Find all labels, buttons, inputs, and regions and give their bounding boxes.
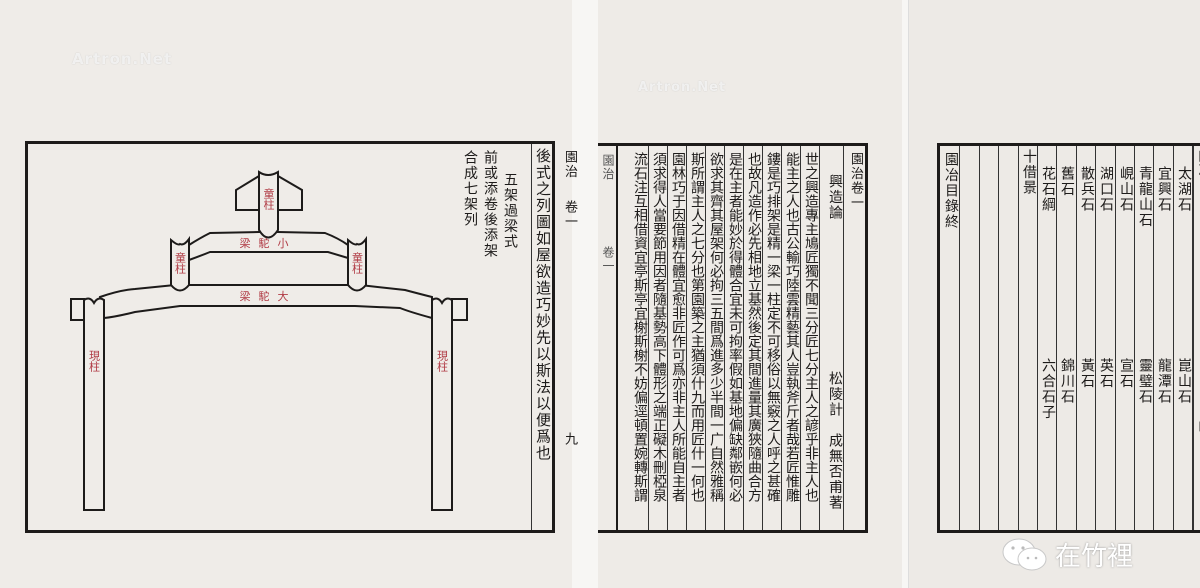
- chapter-title: 興造論: [827, 174, 843, 221]
- text-column: 園林巧于因借精在體宜愈非匠作可爲亦非主人所能自主者: [670, 152, 686, 502]
- caption-2: 前或添卷後添架: [482, 150, 498, 259]
- toc-entry: 英石: [1098, 358, 1114, 389]
- divider: [667, 146, 668, 530]
- top-post: [258, 170, 279, 239]
- divider: [1056, 146, 1057, 530]
- text-column: 世之興造專主鳩匠獨不聞三分匠七分主人之諺乎非主人也: [803, 152, 819, 502]
- right-post-stub: [451, 298, 468, 321]
- toc-entry: 錦川石: [1059, 358, 1075, 405]
- wechat-account-name: 在竹裡: [1055, 542, 1134, 572]
- toc-entry: 峴山石: [1118, 166, 1134, 213]
- text-column: 斯所謂主人之七分也第園築之主猶須什九而用匠什一何也: [689, 152, 705, 502]
- prev-page-volume: 卷一: [601, 246, 615, 273]
- divider: [1076, 146, 1077, 530]
- divider: [781, 146, 782, 530]
- divider: [1037, 146, 1038, 530]
- label-big-beam: 大駝梁: [240, 289, 297, 303]
- toc-entry: 宜興石: [1156, 166, 1172, 213]
- toc-entry: 青龍山石: [1137, 166, 1153, 228]
- divider: [979, 146, 980, 530]
- page-header: 園治卷一: [848, 152, 863, 210]
- divider: [724, 146, 725, 530]
- left-page-frame: [25, 141, 555, 533]
- toc-entry: 太湖石: [1176, 166, 1192, 213]
- page-number: 九: [562, 432, 577, 447]
- divider: [1018, 146, 1019, 530]
- divider: [800, 146, 801, 530]
- middle-page-frame: 園治卷一 興造論 松陵計 成無否甫著 世之興造專主鳩匠獨不聞三分匠七分主人之諺乎…: [618, 143, 868, 533]
- divider: [762, 146, 763, 530]
- header-title: 園治: [562, 150, 577, 179]
- divider: [843, 146, 844, 530]
- toc-entry: 舊石: [1059, 166, 1075, 197]
- label-small-beam: 小駝梁: [240, 236, 297, 250]
- middle-page: 園治 卷一 園治卷一 興造論 松陵計 成無否甫著 世之興造專主鳩匠獨不聞三分匠七…: [598, 0, 902, 588]
- divider: [998, 146, 999, 530]
- wechat-watermark: 在竹裡: [1001, 536, 1133, 573]
- toc-entry: 六合石子: [1040, 358, 1056, 420]
- divider: [1192, 146, 1194, 530]
- toc-entry: 靈璧石: [1137, 358, 1153, 405]
- prev-page-strip: 園治 卷一: [598, 143, 618, 533]
- toc-entry: 散兵石: [1079, 166, 1095, 213]
- label-right-main-post: 現柱: [436, 350, 449, 373]
- main-text: 後式之列圖如屋欲造巧妙先以斯法以便爲也: [534, 148, 552, 462]
- divider: [1153, 146, 1154, 530]
- divider: [686, 146, 687, 530]
- divider: [531, 144, 532, 530]
- toc-entry: 崑山石: [1176, 358, 1192, 405]
- text-column: 鏤是巧排架是精一梁一柱定不可移俗以無竅之人呼之甚確: [765, 152, 781, 502]
- toc-entry: 湖口石: [1098, 166, 1114, 213]
- caption-1: 五架過梁式: [502, 172, 518, 250]
- wechat-icon: [1002, 538, 1047, 570]
- divider: [1115, 146, 1116, 530]
- left-short-post: [170, 235, 190, 292]
- label-top-post: 童柱: [262, 187, 275, 211]
- divider: [648, 146, 649, 530]
- divider: [743, 146, 744, 530]
- artron-watermark: Artron.Net: [638, 80, 727, 95]
- divider: [705, 146, 706, 530]
- label-left-short-post: 童柱: [174, 251, 187, 275]
- toc-entry: 十借景: [1021, 149, 1037, 196]
- text-column: 能主之人也古公輸巧陸雲精藝其人豈執斧斤者哉若匠惟雕: [784, 152, 800, 502]
- divider: [819, 146, 820, 530]
- left-page: 後式之列圖如屋欲造巧妙先以斯法以便爲也 園治 卷一 九 五架過梁式 前或添卷後添…: [0, 0, 577, 588]
- beam-frame-diagram: 童柱 小駝梁 童柱 童柱 大駝梁 現柱 現柱: [70, 170, 468, 511]
- label-right-short-post: 童柱: [351, 251, 364, 275]
- toc-entry: 龍潭石: [1156, 358, 1172, 405]
- toc-end-title: 園冶目錄終: [943, 152, 959, 230]
- divider: [1134, 146, 1135, 530]
- toc-entry: 黃石: [1079, 358, 1095, 389]
- text-column: 流石注互相借資宜亭斯亭宜榭斯榭不妨偏逕頓置婉轉斯謂: [632, 152, 648, 502]
- next-page-number: 四: [1197, 420, 1200, 434]
- label-left-main-post: 現柱: [88, 350, 101, 373]
- toc-entry: 花石綱: [1040, 166, 1056, 213]
- text-column: 欲求其齊其屋架何必拘三五間爲進多少半間一广自然雅稱: [708, 152, 724, 502]
- left-main-post: [83, 297, 105, 511]
- text-column: 也故凡造作必先相地立基然後定其間進量其廣狹隨曲合方: [746, 152, 762, 502]
- author-line: 松陵計 成無否甫著: [827, 371, 843, 511]
- next-page-title: 園冶: [1197, 150, 1200, 177]
- text-column: 須求得人當要節用因者隨基勢高下體形之端正礙木刪椏泉: [651, 152, 667, 502]
- divider: [959, 146, 960, 530]
- artron-watermark: Artron.Net: [72, 50, 173, 68]
- prev-page-title: 園治: [601, 154, 615, 181]
- right-page: 園冶目錄終 太湖石 崑山石 宜興石 龍潭石 青龍山石 靈璧石 峴山石 宣石 湖口…: [908, 0, 1200, 588]
- left-post-stub: [70, 298, 85, 321]
- header-volume: 卷一: [562, 200, 577, 229]
- divider: [1173, 146, 1174, 530]
- right-short-post: [347, 235, 367, 292]
- right-main-post: [431, 297, 453, 511]
- right-page-frame: 園冶目錄終 太湖石 崑山石 宜興石 龍潭石 青龍山石 靈璧石 峴山石 宣石 湖口…: [937, 143, 1200, 533]
- toc-entry: 宣石: [1118, 358, 1134, 389]
- caption-3: 合成七架列: [462, 150, 478, 228]
- text-column: 是在主者能妙於得體合宜未可拘率假如基地偏缺鄰嵌何必: [727, 152, 743, 502]
- divider: [1095, 146, 1096, 530]
